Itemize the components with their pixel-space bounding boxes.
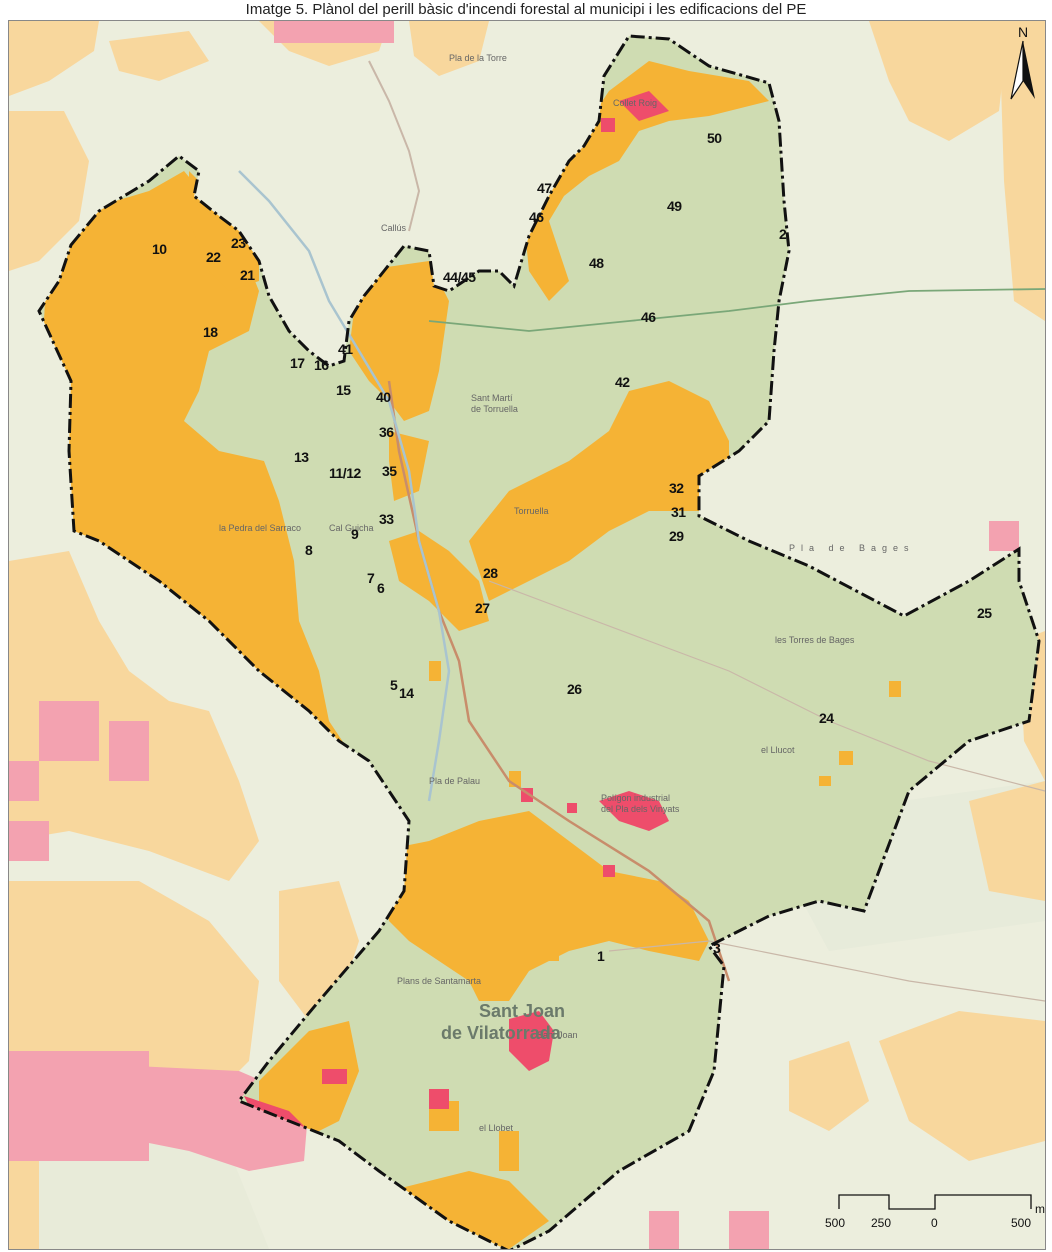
building-label-31: 31 [671,504,686,520]
building-label-7: 7 [367,570,375,586]
scale-tick-500-right: 500 [1011,1216,1031,1230]
building-label-5: 5 [390,677,398,693]
scale-tick-500-left: 500 [825,1216,845,1230]
building-label-35: 35 [382,463,397,479]
building-label-9: 9 [351,526,359,542]
building-label-15: 15 [336,382,351,398]
building-label-14: 14 [399,685,414,701]
scale-tick-0: 0 [931,1216,938,1230]
place-el-llobet: el Llobet [479,1123,514,1133]
building-label-10: 10 [152,241,167,257]
building-label-46-east: 46 [641,309,656,325]
building-label-18: 18 [203,324,218,340]
building-label-36: 36 [379,424,394,440]
place-pla-de-la-torre: Pla de la Torre [449,53,507,63]
building-label-25: 25 [977,605,992,621]
building-label-26: 26 [567,681,582,697]
building-label-33: 33 [379,511,394,527]
scale-unit: m [1035,1202,1045,1216]
map-caption: Imatge 5. Plànol del perill bàsic d'ince… [245,1,807,18]
building-label-46-north: 46 [529,209,544,225]
hazard-map[interactable]: Callús Sant Martí de Torruella Pla de Ba… [8,20,1046,1250]
place-sant-joan: Sant Joan [537,1030,578,1040]
building-label-21: 21 [240,267,255,283]
place-de-torruella: de Torruella [471,404,518,414]
high-hazard-zones [39,61,901,1249]
scale-tick-250: 250 [871,1216,891,1230]
place-names: Callús Sant Martí de Torruella Pla de Ba… [219,53,915,1133]
scale-bar: 500 250 0 500 m [825,1194,1045,1230]
place-collet-roig: Collet Roig [613,98,657,108]
north-arrow-icon: N [1010,24,1035,100]
building-label-22: 22 [206,249,221,265]
building-label-50: 50 [707,130,722,146]
building-label-17: 17 [290,355,305,371]
building-label-13: 13 [294,449,309,465]
place-pla-de-palau: Pla de Palau [429,776,480,786]
place-sant-marti: Sant Martí [471,393,513,403]
building-label-40: 40 [376,389,391,405]
building-label-2: 2 [779,226,787,242]
place-el-llucot: el Llucot [761,745,795,755]
building-label-16: 16 [314,357,329,373]
building-label-3: 3 [713,940,721,956]
outside-very-high-hazard-zones [9,21,1019,1249]
place-la-pedra-del-sarraco: la Pedra del Sarraco [219,523,301,533]
building-label-28: 28 [483,565,498,581]
building-labels[interactable]: 10 22 23 21 18 17 16 41 15 40 36 13 11/1… [152,130,993,964]
place-poligon-industrial: Polígon industrial [601,793,670,803]
place-cal-guicha: Cal Guicha [329,523,374,533]
building-label-44-45: 44/45 [443,269,476,285]
place-plans-de-santa-marta: Plans de Santamarta [397,976,481,986]
building-label-41: 41 [338,341,353,357]
outside-high-hazard-zones [9,21,1045,1249]
building-label-48: 48 [589,255,604,271]
place-pla-de-bages: Pla de Bages [789,543,915,553]
building-label-1: 1 [597,948,605,964]
north-label: N [1018,24,1028,40]
town-name-line1: Sant Joan [479,1001,565,1021]
building-label-23: 23 [231,235,246,251]
building-label-6: 6 [377,580,385,596]
building-label-49: 49 [667,198,682,214]
place-callus: Callús [381,223,407,233]
building-label-32: 32 [669,480,684,496]
place-torruella: Torruella [514,506,549,516]
building-label-47: 47 [537,180,552,196]
building-label-29: 29 [669,528,684,544]
place-del-pla-dels-vinyats: del Pla dels Vinyats [601,804,680,814]
building-label-24: 24 [819,710,834,726]
building-label-8: 8 [305,542,313,558]
river [238,170,451,802]
building-label-27: 27 [475,600,490,616]
building-label-42: 42 [615,374,630,390]
building-label-11-12: 11/12 [329,465,361,481]
town-name-line2: de Vilatorrada [441,1023,562,1043]
roads [368,60,1045,1002]
place-les-torres-de-bages: les Torres de Bages [775,635,855,645]
